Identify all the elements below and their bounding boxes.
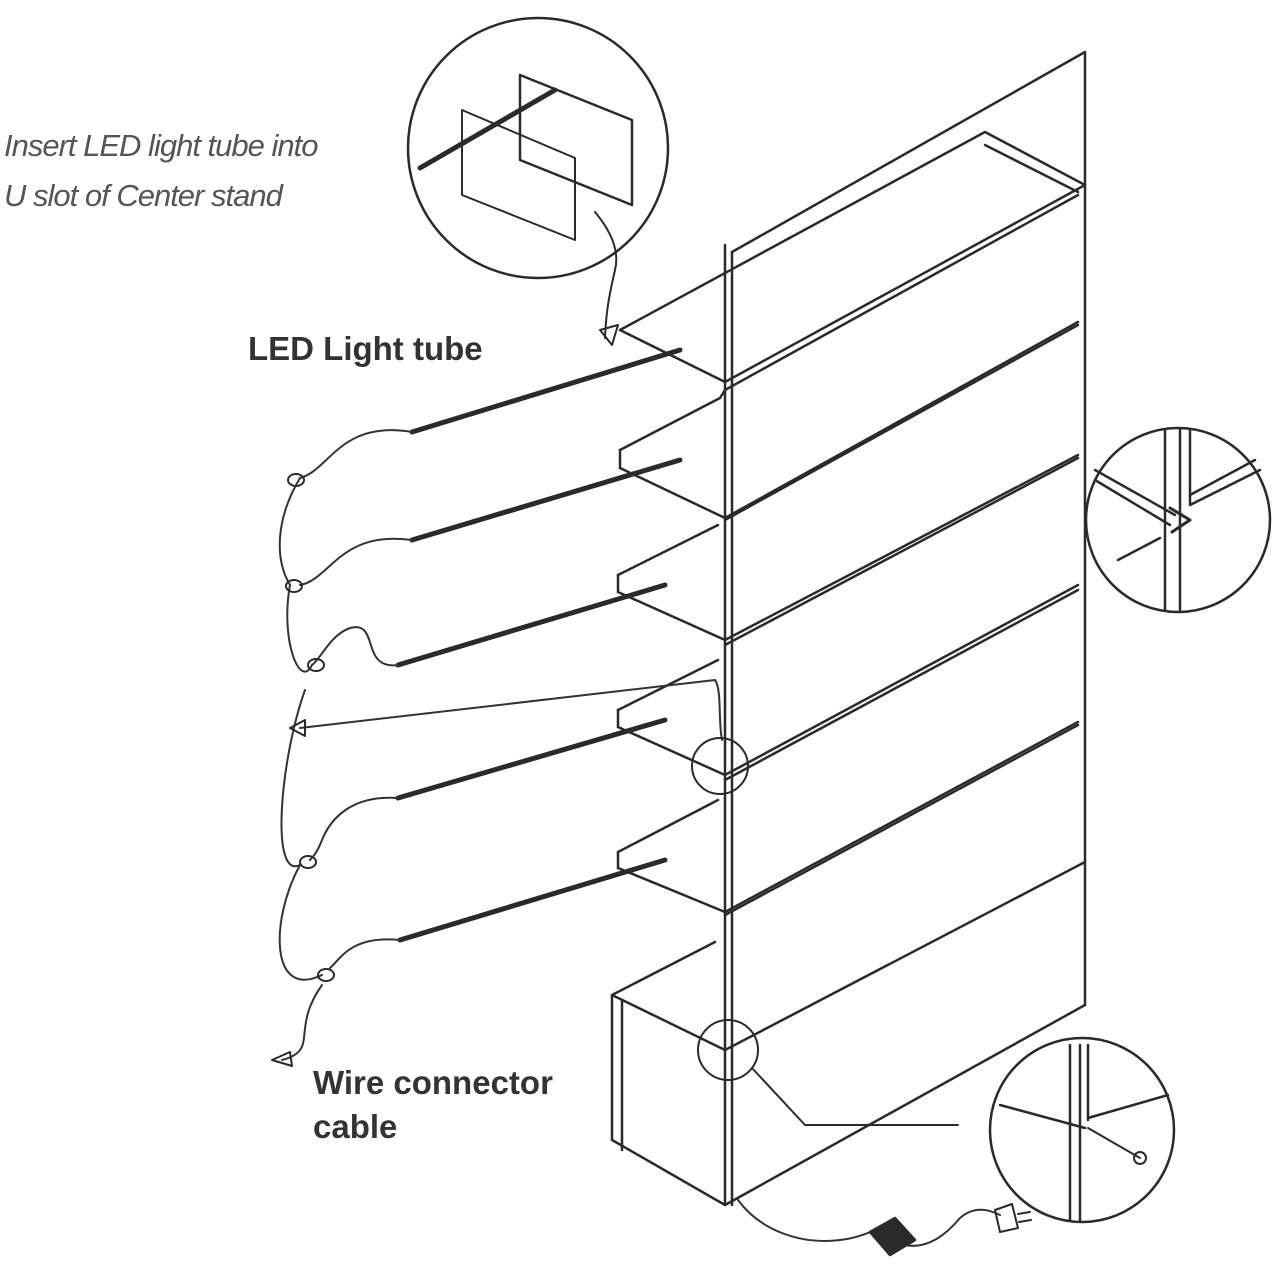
insert-instruction-line1: Insert LED light tube into [4,128,318,163]
shelf-5 [616,588,1080,914]
detail-circle-joint [1084,426,1272,614]
led-tubes [395,347,683,943]
power-plug [994,1203,1032,1233]
joint-marker-shelf [691,737,749,795]
wire-connector-label-line1: Wire connector [313,1064,553,1101]
base-box [610,723,1087,1207]
shelf-1 [618,130,1087,384]
back-panel [723,50,1087,1207]
power-adapter [868,1216,917,1257]
detail-circle-u-slot [406,16,670,346]
wire-connector-label-line2: cable [313,1108,398,1145]
joint-marker-base [697,1019,759,1081]
insert-instruction-line2: U slot of Center stand [4,178,283,213]
shelf-3 [616,323,1080,642]
detail-circle-connector [988,1036,1176,1224]
wire-plugs [271,473,335,1067]
leader-line-connector [751,1067,959,1126]
led-light-tube-label: LED Light tube [248,330,483,367]
shelf-4 [616,456,1080,777]
shelf-2 [618,193,1080,520]
